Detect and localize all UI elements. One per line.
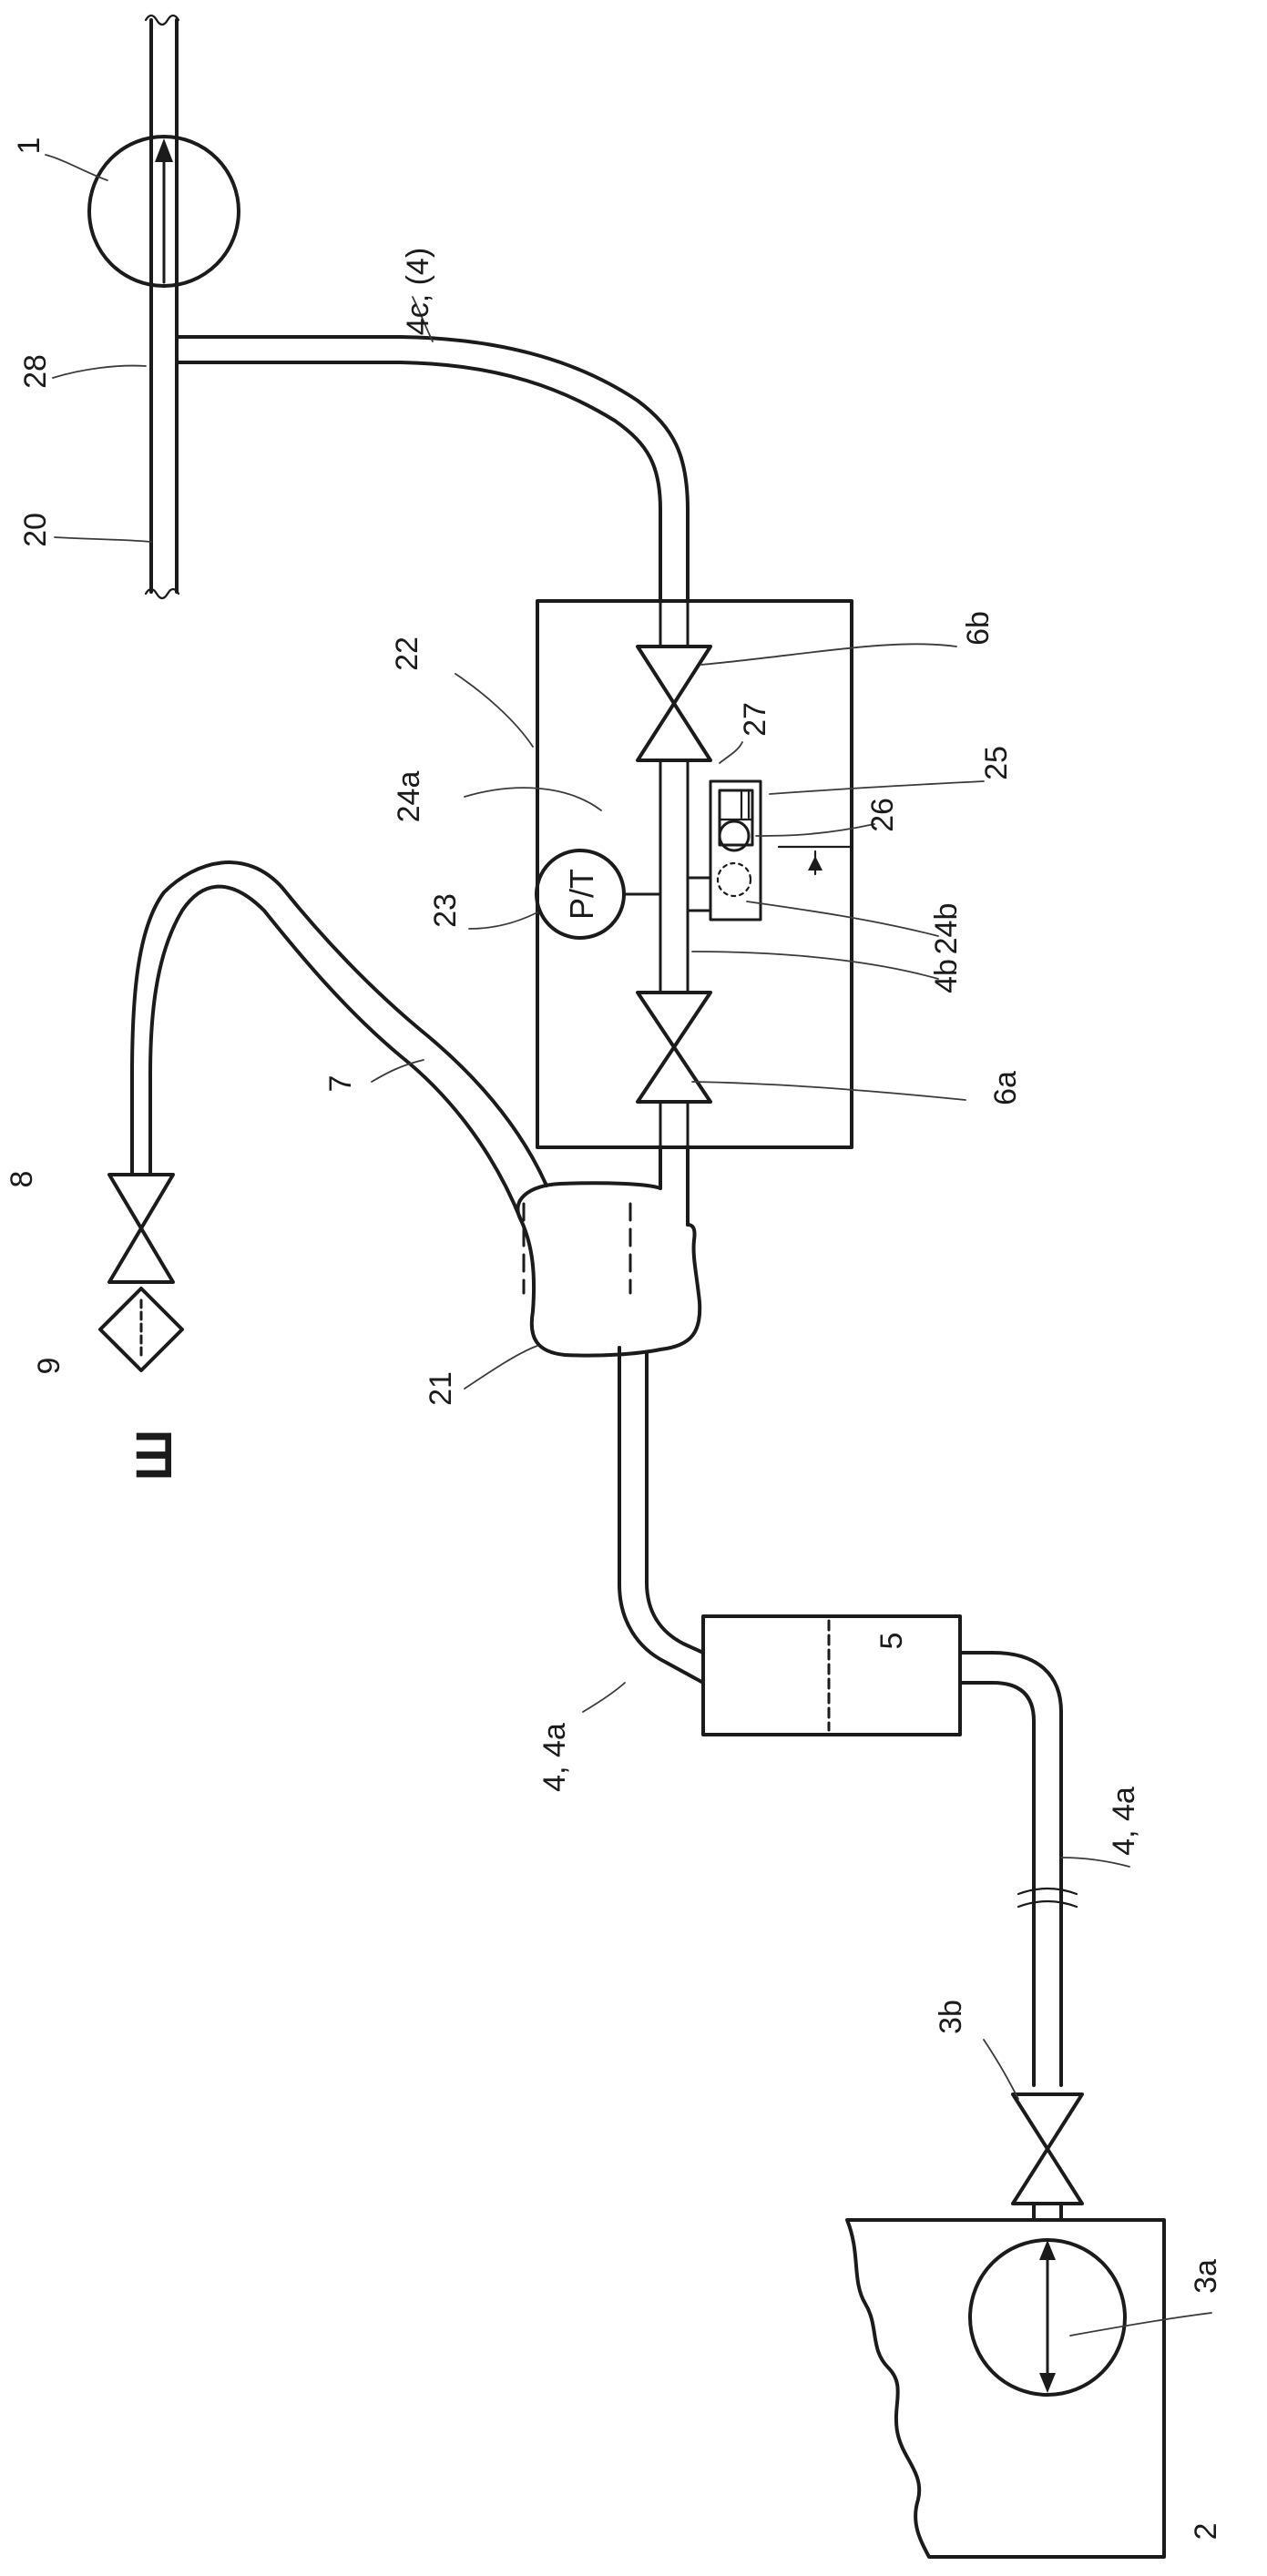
labels: 1 28 20 4c, (4) 22 6b 27 25 24a 26 23 24…: [5, 137, 1223, 2540]
label-8: 8: [5, 1171, 39, 1188]
filter-9: [98, 1287, 184, 1372]
label-28: 28: [18, 354, 53, 389]
title-glyph: Ш: [125, 1430, 182, 1481]
label-4-4a-left: 4, 4a: [537, 1723, 572, 1792]
box-22: [536, 599, 853, 1149]
valve-8: [107, 1173, 175, 1284]
label-6b: 6b: [961, 611, 996, 646]
label-3a: 3a: [1189, 2259, 1223, 2294]
sensor-text: P/T: [563, 869, 600, 920]
label-3b: 3b: [934, 2000, 968, 2034]
label-24b: 24b: [929, 903, 964, 955]
label-6a: 6a: [988, 1071, 1023, 1105]
pipe-5-to-3b: [958, 1651, 1078, 2087]
leader-lines: [45, 154, 1212, 2337]
flow-arrow-26: [777, 845, 853, 876]
label-27: 27: [738, 702, 772, 737]
valve-3b: [1011, 2092, 1084, 2222]
label-22: 22: [390, 636, 424, 671]
pipe-box-to-21: [659, 1145, 690, 1227]
label-24a: 24a: [392, 771, 426, 823]
label-23: 23: [428, 893, 463, 928]
label-5: 5: [874, 1633, 909, 1650]
valve-6a: [636, 991, 712, 1104]
label-1: 1: [12, 137, 46, 155]
label-4c: 4c, (4): [401, 248, 435, 335]
sensor-23: P/T: [535, 849, 626, 940]
label-2: 2: [1189, 2523, 1223, 2540]
label-26: 26: [865, 798, 900, 832]
label-25: 25: [979, 746, 1014, 780]
valve-6b: [636, 645, 712, 762]
label-9: 9: [32, 1358, 66, 1375]
separator-21: [516, 1181, 702, 1358]
label-20: 20: [18, 513, 53, 547]
label-4-4a-right: 4, 4a: [1107, 1787, 1141, 1856]
label-21: 21: [424, 1371, 458, 1406]
label-4b: 4b: [929, 959, 964, 993]
label-7: 7: [323, 1075, 358, 1093]
main-line-20: [144, 14, 180, 600]
enclosure-2: [845, 2218, 1166, 2559]
container-5: [701, 1614, 962, 1736]
box-internal-pipe: [623, 599, 712, 1186]
pump-3a: [968, 2238, 1127, 2397]
pipe-4c: [175, 335, 690, 603]
check-valve-24b: [709, 779, 762, 921]
pump-1: [87, 135, 240, 288]
hose-7: [130, 860, 548, 1222]
pipe-21-to-5: [618, 1346, 705, 1685]
